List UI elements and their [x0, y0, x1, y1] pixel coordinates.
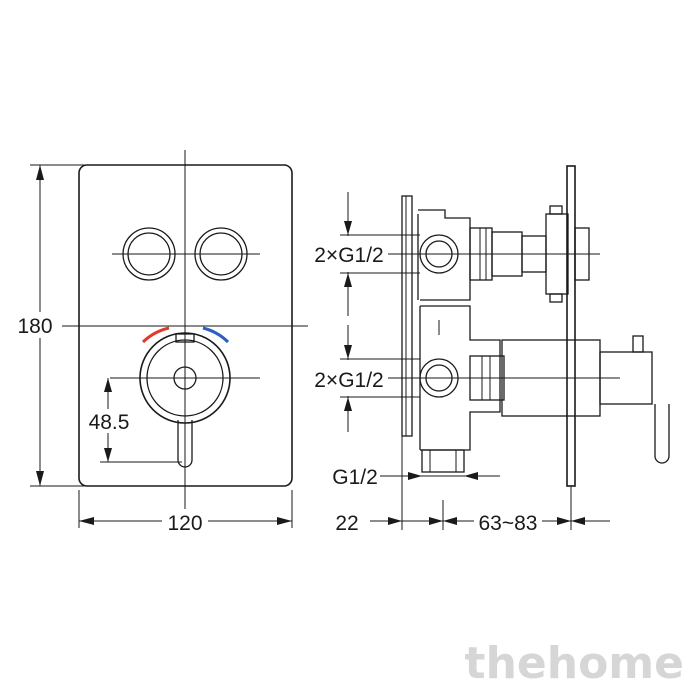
front-view: 180 48.5 120	[17, 150, 308, 535]
dim-height: 180	[17, 164, 88, 487]
side-view: 2×G1/2 2×G1/2 G1/2	[312, 165, 670, 535]
dim-width-label: 120	[167, 512, 202, 535]
cold-indicator-arc	[202, 326, 230, 344]
dim-outlet-bottom: G1/2	[332, 466, 500, 489]
dim-height-label: 180	[17, 315, 52, 338]
button-right	[194, 227, 248, 281]
bottom-outlet	[421, 449, 465, 473]
watermark: thehome	[465, 638, 684, 689]
dim-connection-top: 2×G1/2	[312, 192, 420, 316]
dim-width: 120	[78, 490, 293, 535]
valve-body	[418, 209, 471, 301]
dim-outlet-bottom-label: G1/2	[332, 466, 378, 489]
mounting-plate	[401, 195, 413, 437]
thermostatic-knob	[139, 332, 231, 424]
dim-lever-offset: 48.5	[86, 378, 182, 463]
lever-side	[654, 404, 670, 464]
dim-depth-body-label: 22	[335, 512, 358, 535]
dim-depth-range-label: 63~83	[479, 512, 538, 535]
dim-connection-middle: 2×G1/2	[312, 325, 420, 432]
hot-indicator-arc	[141, 326, 170, 344]
button-left	[122, 227, 176, 281]
middle-connector	[419, 335, 653, 417]
dim-connection-middle-label: 2×G1/2	[314, 369, 383, 392]
dim-lever-offset-label: 48.5	[89, 411, 130, 434]
dim-connection-top-label: 2×G1/2	[314, 244, 383, 267]
dim-depth: 22 63~83	[330, 436, 610, 535]
